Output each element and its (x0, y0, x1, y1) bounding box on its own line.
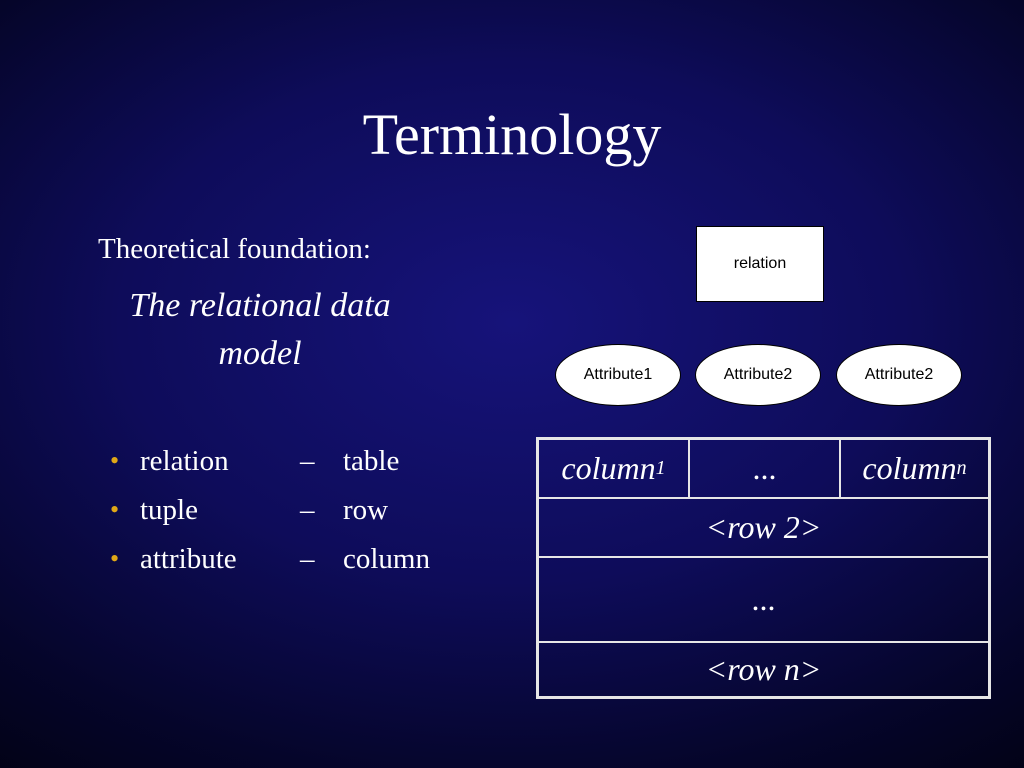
header-cell-middle: ... (752, 450, 777, 486)
term-dash: – (300, 543, 315, 575)
term-equivalent: row (343, 494, 389, 526)
header-last-sub: n (956, 457, 967, 479)
term-equivalent: table (343, 445, 400, 477)
bullet-icon: • (110, 495, 120, 524)
term-name: tuple (140, 494, 198, 526)
table-row-2: <row 2> (705, 509, 822, 545)
table-row-n: <row n> (705, 651, 822, 687)
table-column-divider (688, 440, 690, 497)
term-name: relation (140, 445, 229, 477)
table-row-ellipsis: ... (751, 581, 776, 617)
attribute-ellipse-2: Attribute2 (695, 344, 821, 406)
table-row-divider (539, 556, 988, 558)
attribute-ellipse-1: Attribute1 (555, 344, 681, 406)
slide-title: Terminology (362, 102, 662, 167)
table-row-divider (539, 641, 988, 643)
model-line-2: model (218, 335, 302, 372)
term-equivalent: column (343, 543, 430, 575)
table-column-divider (839, 440, 841, 497)
header-first-base: column (561, 450, 656, 486)
term-dash: – (300, 445, 315, 477)
intro-lead: Theoretical foundation: (98, 233, 371, 265)
bullet-icon: • (110, 446, 120, 475)
model-heading: The relational data model (100, 282, 420, 378)
attribute-ellipse-3: Attribute2 (836, 344, 962, 406)
term-dash: – (300, 494, 315, 526)
relation-box: relation (696, 226, 824, 302)
header-last-base: column (862, 450, 957, 486)
bullet-icon: • (110, 544, 120, 573)
header-first-sub: 1 (655, 457, 666, 479)
table-row-divider (539, 497, 988, 499)
model-line-1: The relational data (129, 287, 391, 324)
term-name: attribute (140, 543, 237, 575)
